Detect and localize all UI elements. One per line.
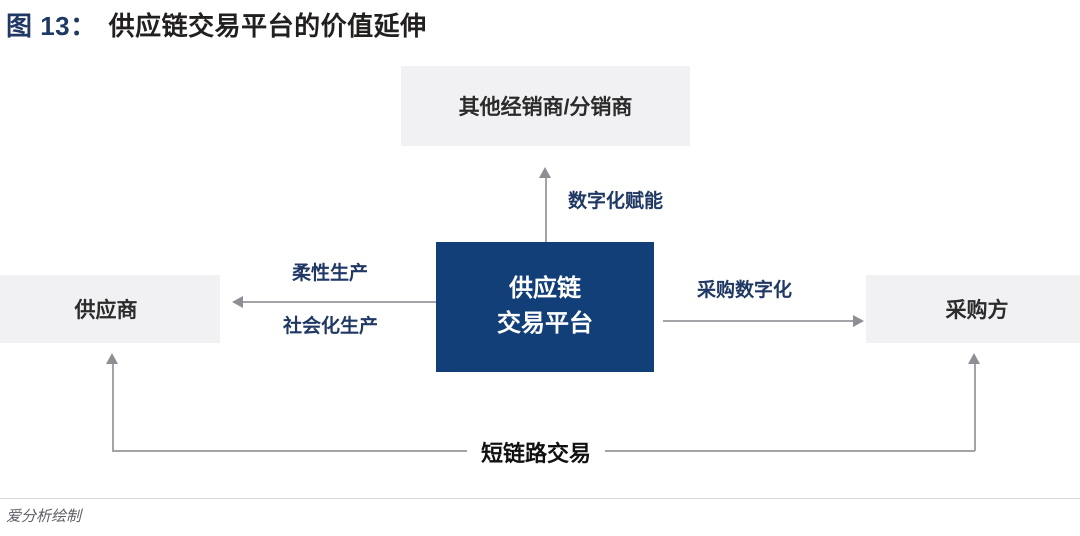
node-supply-chain-platform: 供应链 交易平台: [436, 242, 654, 372]
node-buyer: 采购方: [866, 275, 1080, 343]
edge-label-procurement-digitalization: 采购数字化: [697, 280, 793, 301]
arrowhead-up-to-supplier-icon: [106, 353, 118, 364]
connector-platform-to-supplier: [243, 301, 436, 303]
figure-number: 图 13：: [6, 10, 97, 41]
node-other-dealers-label: 其他经销商/分销商: [458, 96, 633, 119]
figure-title: 图 13： 供应链交易平台的价值延伸: [6, 4, 1006, 44]
edge-label-short-chain-transaction: 短链路交易: [467, 436, 606, 468]
arrowhead-up-to-dealers-icon: [539, 167, 551, 178]
arrowhead-left-to-supplier-icon: [232, 296, 243, 308]
node-buyer-label: 采购方: [945, 299, 1009, 322]
connector-platform-to-dealers: [545, 178, 547, 242]
node-other-dealers: 其他经销商/分销商: [401, 66, 690, 146]
connector-supplier-riser: [112, 363, 114, 451]
connector-platform-to-buyer: [663, 320, 853, 322]
node-platform-label-line2: 交易平台: [497, 310, 593, 337]
footer-divider: [0, 498, 1080, 499]
footer-credit: 爱分析绘制: [6, 508, 82, 525]
connector-buyer-riser: [974, 363, 976, 451]
page-title: 供应链交易平台的价值延伸: [108, 10, 427, 41]
node-platform-label-line1: 供应链: [509, 275, 581, 303]
edge-label-flexible-production: 柔性生产: [292, 263, 369, 284]
arrowhead-up-to-buyer-icon: [968, 353, 980, 364]
node-supplier: 供应商: [0, 275, 220, 343]
edge-label-digital-enablement: 数字化赋能: [568, 191, 664, 212]
node-supplier-label: 供应商: [74, 299, 138, 322]
arrowhead-right-to-buyer-icon: [853, 315, 864, 327]
edge-label-social-production: 社会化生产: [283, 316, 379, 337]
